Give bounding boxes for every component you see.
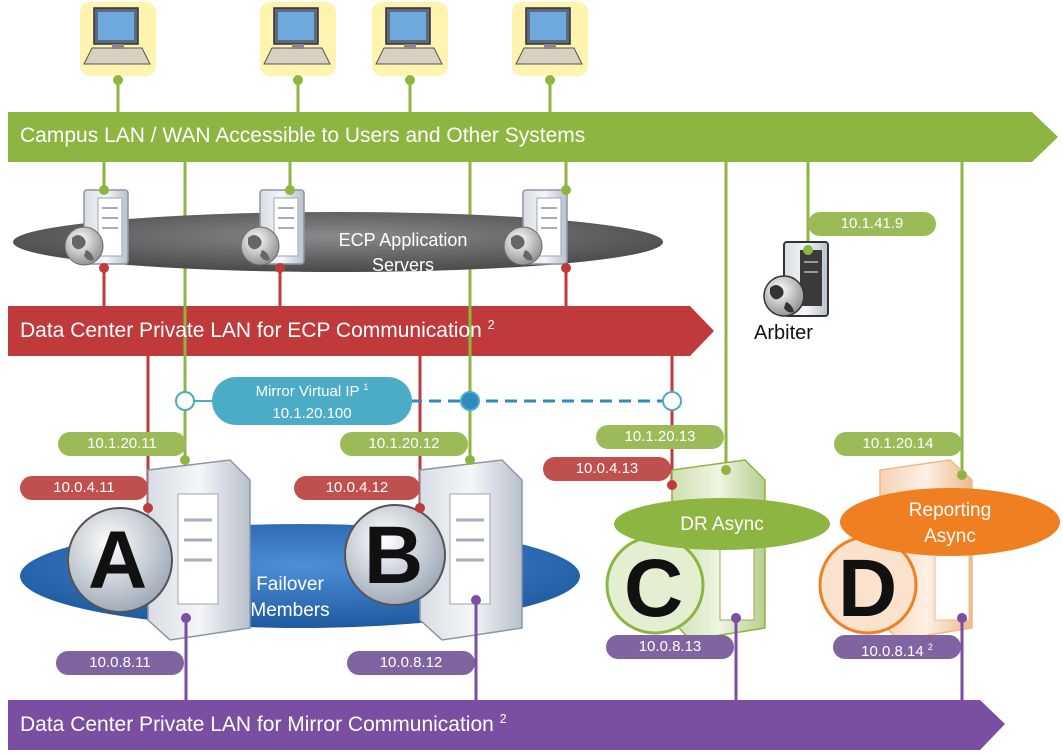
mirror-band-text: Data Center Private LAN for Mirror Commu… — [20, 713, 494, 736]
campus-band-text: Campus LAN / WAN Accessible to Users and… — [20, 124, 586, 147]
mirror-band-label: Data Center Private LAN for Mirror Commu… — [20, 712, 507, 737]
vip-node-b — [460, 391, 480, 411]
app-servers-line2: Servers — [371, 255, 434, 275]
member-d-mirror-ip: 10.0.8.14 2 — [833, 635, 961, 660]
arbiter-server-icon — [763, 241, 829, 317]
mirror-band-footnote: 2 — [499, 712, 507, 726]
reporting-line2: Async — [924, 526, 976, 547]
member-c-campus-ip: 10.1.20.13 — [596, 425, 724, 449]
app-servers-label: ECP Application Servers — [318, 228, 488, 278]
reporting-async-label: Reporting Async — [890, 498, 1010, 550]
member-d-mirror-footnote: 2 — [927, 642, 933, 652]
user-connectors — [116, 80, 552, 112]
member-c-letter: C — [624, 543, 684, 634]
member-a-campus-ip: 10.1.20.11 — [58, 432, 186, 456]
mirror-band — [8, 700, 1005, 750]
ecp-band-footnote: 2 — [487, 318, 495, 332]
reporting-line1: Reporting — [908, 500, 992, 521]
member-a-ecp-ip: 10.0.4.11 — [20, 476, 148, 500]
mirror-vip-address: 10.1.20.100 — [272, 405, 352, 422]
member-d-mirror-ip-text: 10.0.8.14 — [861, 643, 924, 660]
failover-line1: Failover — [256, 574, 324, 595]
vip-node-a — [175, 391, 195, 411]
member-d-letter: D — [838, 543, 898, 634]
failover-line2: Members — [250, 600, 330, 621]
arbiter-ip: 10.1.41.9 — [808, 212, 936, 236]
app-servers-line1: ECP Application — [338, 230, 468, 250]
database-server-icon — [344, 459, 523, 641]
campus-band-label: Campus LAN / WAN Accessible to Users and… — [20, 124, 585, 148]
member-b-campus-ip: 10.1.20.12 — [340, 432, 468, 456]
member-a-letter: A — [88, 515, 148, 606]
app-server-ecp-links — [102, 268, 568, 306]
dr-async-label: DR Async — [680, 514, 764, 535]
ecp-band-label: Data Center Private LAN for ECP Communic… — [20, 318, 495, 343]
dr-async-ellipse — [614, 498, 830, 550]
database-server-icon — [67, 459, 251, 641]
failover-label: Failover Members — [240, 572, 340, 624]
mirror-vip-label: Mirror Virtual IP 1 10.1.20.100 — [212, 376, 412, 425]
ecp-band-text: Data Center Private LAN for ECP Communic… — [20, 319, 482, 342]
mirror-vip-line1: Mirror Virtual IP — [255, 383, 360, 400]
mirror-vip-pill — [212, 377, 412, 425]
user-workstation-icon — [79, 1, 589, 77]
arbiter-label: Arbiter — [754, 322, 813, 344]
mirror-member-links — [184, 600, 964, 700]
member-d-campus-ip: 10.1.20.14 — [834, 432, 962, 456]
campus-band — [8, 112, 1058, 162]
member-b-ecp-ip: 10.0.4.12 — [294, 476, 420, 500]
app-servers-ellipse — [13, 212, 663, 272]
reporting-async-ellipse — [840, 488, 1060, 556]
member-c-ecp-ip: 10.0.4.13 — [543, 457, 671, 481]
member-a-mirror-ip: 10.0.8.11 — [56, 651, 184, 675]
vip-node-c — [662, 391, 682, 411]
member-b-mirror-ip: 10.0.8.12 — [347, 651, 475, 675]
mirror-vip-footnote: 1 — [363, 382, 369, 392]
member-b-letter: B — [364, 510, 424, 601]
member-c-mirror-ip: 10.0.8.13 — [606, 635, 734, 659]
